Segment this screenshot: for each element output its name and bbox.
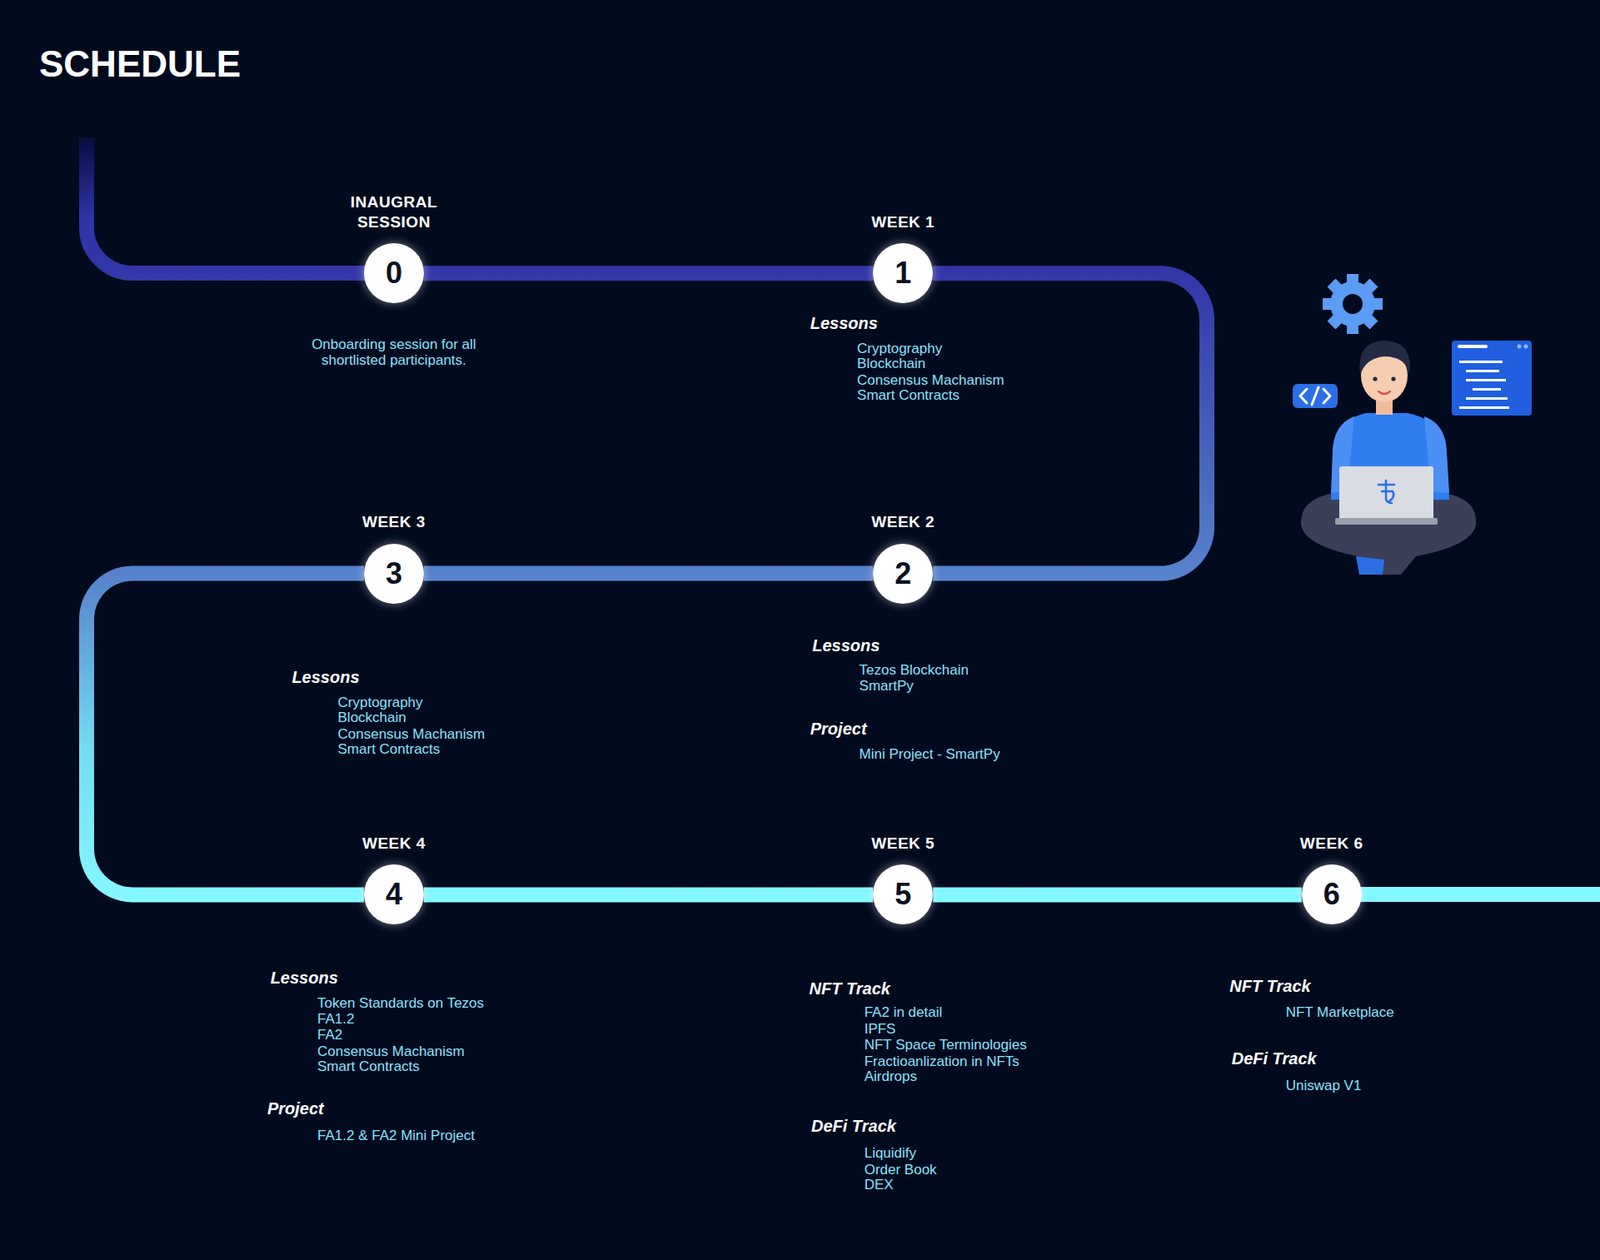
section-heading: DeFi Track [811,1116,897,1137]
timeline-start [86,137,367,274]
code-tag-icon [1292,383,1338,409]
section-heading: NFT Track [1229,976,1311,997]
milestone-heading: WEEK 5 [840,833,966,854]
topic-item: NFT Space Terminologies [864,1036,1027,1054]
topic-item: Order Book [864,1161,938,1179]
topic-item: Uniswap V1 [1285,1077,1362,1095]
section-heading: DeFi Track [1231,1049,1317,1069]
milestone-circle: WEEK 11 [872,243,933,304]
section-heading: NFT Track [809,979,891,999]
milestone-number: 6 [1323,879,1341,910]
milestone-circle: WEEK 33 [363,543,424,604]
topic-item: Tezos Blockchain [859,662,969,679]
topic-item: SmartPy [859,677,914,695]
milestone-number: 1 [894,258,912,289]
section-heading: Lessons [291,667,359,688]
topic-item: Cryptography [338,694,424,712]
session-note: Onboarding session for all shortlisted p… [298,337,490,369]
timeline-end [1357,887,1600,903]
milestone-heading: WEEK 4 [331,833,457,854]
topic-item: Fractioanlization in NFTs [864,1053,1020,1071]
milestone-number: 5 [894,879,912,910]
milestone-circle: WEEK 55 [872,864,933,925]
topic-item: Airdrops [864,1068,918,1086]
milestone-number: 3 [385,558,403,589]
timeline-connector [423,887,873,903]
milestone-circle: WEEK 22 [872,543,933,604]
topic-item: Mini Project - SmartPy [859,746,1001,763]
milestone-heading: WEEK 3 [331,512,457,533]
topic-item: Cryptography [857,340,943,358]
milestone-number: 4 [385,879,403,910]
milestone-number: 0 [385,258,403,289]
topic-item: Smart Contracts [317,1058,420,1076]
timeline-connector [86,573,364,896]
milestone-heading: WEEK 6 [1269,833,1395,854]
milestone-heading: INAUGRAL SESSION [331,192,457,233]
topic-item: Consensus Machanism [338,726,486,743]
topic-item: Consensus Machanism [317,1043,465,1061]
milestone-heading: WEEK 1 [840,212,966,233]
gear-icon [1310,261,1396,347]
developer-figure [1300,340,1476,575]
topic-item: Token Standards on Tezos [317,995,484,1012]
topic-item: NFT Marketplace [1285,1004,1395,1022]
milestone-number: 2 [894,558,912,589]
timeline-connector [932,273,1207,574]
code-window-icon [1451,340,1532,416]
section-heading: Lessons [270,968,339,988]
milestone-circle: INAUGRAL SESSION0 [363,243,424,304]
topic-item: Blockchain [857,355,926,373]
diagram-title: SCHEDULE [39,45,241,83]
topic-item: Liquidify [864,1145,917,1162]
topic-item: Consensus Machanism [857,372,1005,389]
topic-item: FA1.2 & FA2 Mini Project [317,1127,475,1145]
section-heading: Project [267,1099,324,1119]
topic-item: FA2 in detail [864,1004,943,1022]
milestone-heading: WEEK 2 [840,512,966,533]
topic-item: Smart Contracts [857,387,960,404]
topic-item: DEX [864,1176,894,1194]
section-heading: Lessons [810,314,878,334]
topic-item: Blockchain [338,709,407,727]
timeline-connector [423,265,873,281]
edge-layer [86,273,1302,895]
section-heading: Lessons [812,636,880,656]
section-heading: Project [810,719,868,739]
timeline-connector [423,566,873,582]
topic-item: IPFS [864,1021,897,1038]
milestone-circle: WEEK 66 [1301,864,1362,925]
milestone-circle: WEEK 44 [363,864,424,925]
topic-item: Smart Contracts [338,741,441,758]
timeline-connector [932,887,1302,903]
topic-item: FA2 [317,1026,343,1044]
topic-item: FA1.2 [317,1011,354,1028]
